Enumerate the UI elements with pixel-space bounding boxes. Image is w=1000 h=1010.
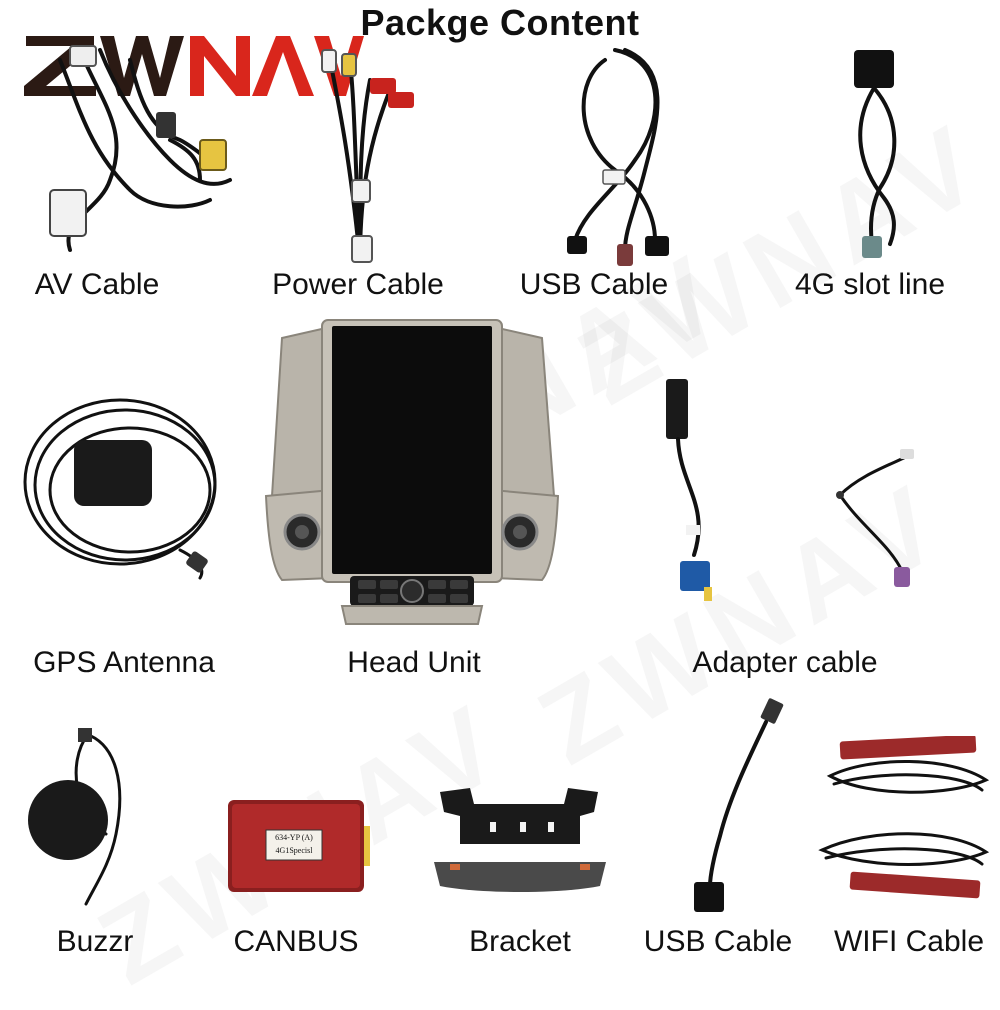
item-label-buzzer: Buzzr — [56, 925, 134, 958]
item-label-wifi-cable: WIFI Cable — [833, 925, 985, 958]
canbus-sticker-line2: 4G1Specisl — [275, 846, 313, 855]
adapter-cable-image — [666, 379, 914, 601]
4g-slot-line-image — [854, 50, 897, 258]
head-unit-image — [264, 319, 560, 625]
buzzer-image — [28, 728, 122, 906]
usb-cable-image — [567, 48, 669, 266]
item-label-power-cable: Power Cable — [272, 268, 444, 301]
item-label-gps-antenna: GPS Antenna — [33, 646, 215, 679]
item-label-adapter-cable: Adapter cable — [692, 646, 878, 679]
canbus-sticker-line1: 634-YP (A) — [275, 833, 313, 842]
gps-antenna-image — [23, 398, 217, 580]
av-cable-image — [49, 45, 232, 252]
item-label-4g-slot-line: 4G slot line — [794, 268, 946, 301]
power-cable-image — [321, 49, 414, 263]
item-label-usb-cable-top: USB Cable — [519, 268, 669, 301]
item-label-av-cable: AV Cable — [34, 268, 160, 301]
item-label-canbus: CANBUS — [233, 925, 359, 958]
usb-cable-image-bottom — [694, 698, 784, 912]
canbus-image: 634-YP (A) 4G1Specisl — [228, 800, 370, 892]
item-label-usb-cable-bottom: USB Cable — [643, 925, 793, 958]
wifi-cable-image — [818, 736, 990, 899]
page-title: Packge Content — [360, 2, 640, 43]
item-label-bracket: Bracket — [469, 925, 571, 958]
item-label-head-unit: Head Unit — [347, 646, 481, 679]
bracket-image — [434, 788, 606, 892]
